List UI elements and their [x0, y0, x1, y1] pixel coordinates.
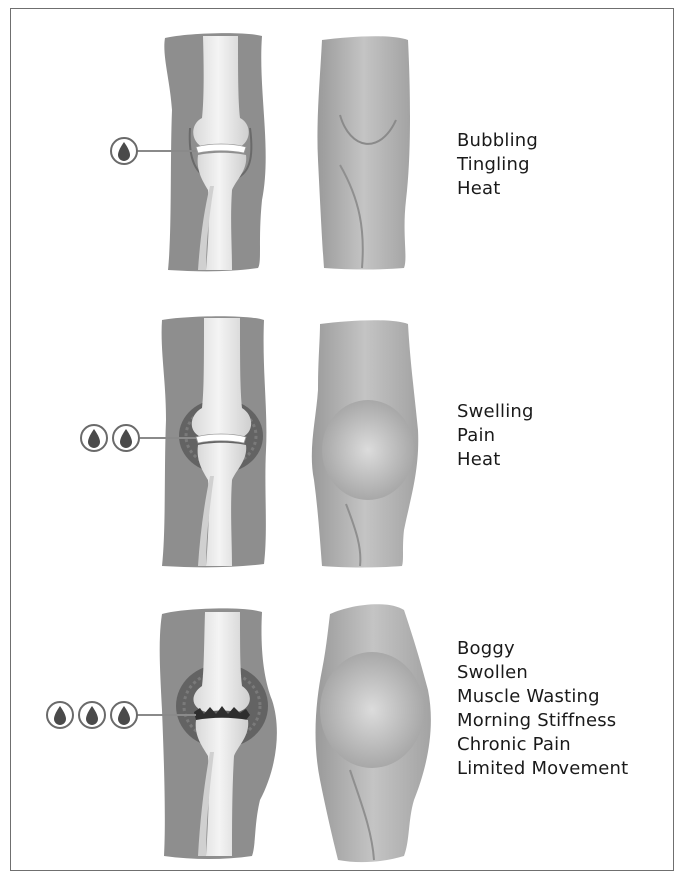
symptom-item: Chronic Pain — [457, 733, 628, 757]
symptom-item: Heat — [457, 177, 538, 201]
symptom-item: Heat — [457, 448, 534, 472]
knee-surface — [317, 36, 410, 269]
symptom-item: Morning Stiffness — [457, 709, 628, 733]
symptom-list: Swelling Pain Heat — [457, 400, 534, 472]
symptom-item: Boggy — [457, 637, 628, 661]
blood-drop-icon — [113, 425, 139, 451]
blood-drop-icon — [79, 702, 105, 728]
stage-1-illustration — [0, 0, 684, 290]
stage-1: Bubbling Tingling Heat — [0, 0, 684, 290]
symptom-item: Swelling — [457, 400, 534, 424]
symptom-item: Bubbling — [457, 129, 538, 153]
symptom-item: Muscle Wasting — [457, 685, 628, 709]
symptom-list: Bubbling Tingling Heat — [457, 129, 538, 201]
blood-drop-icon — [81, 425, 107, 451]
symptom-list: Boggy Swollen Muscle Wasting Morning Sti… — [457, 637, 628, 781]
blood-drop-icon — [111, 138, 137, 164]
symptom-item: Swollen — [457, 661, 628, 685]
swelling — [320, 652, 424, 768]
stage-2-illustration — [0, 290, 684, 580]
swelling — [322, 400, 414, 500]
stage-2: Swelling Pain Heat — [0, 290, 684, 580]
blood-drop-icon — [47, 702, 73, 728]
blood-drop-icon — [111, 702, 137, 728]
stage-3: Boggy Swollen Muscle Wasting Morning Sti… — [0, 590, 684, 880]
symptom-item: Pain — [457, 424, 534, 448]
symptom-item: Limited Movement — [457, 757, 628, 781]
symptom-item: Tingling — [457, 153, 538, 177]
